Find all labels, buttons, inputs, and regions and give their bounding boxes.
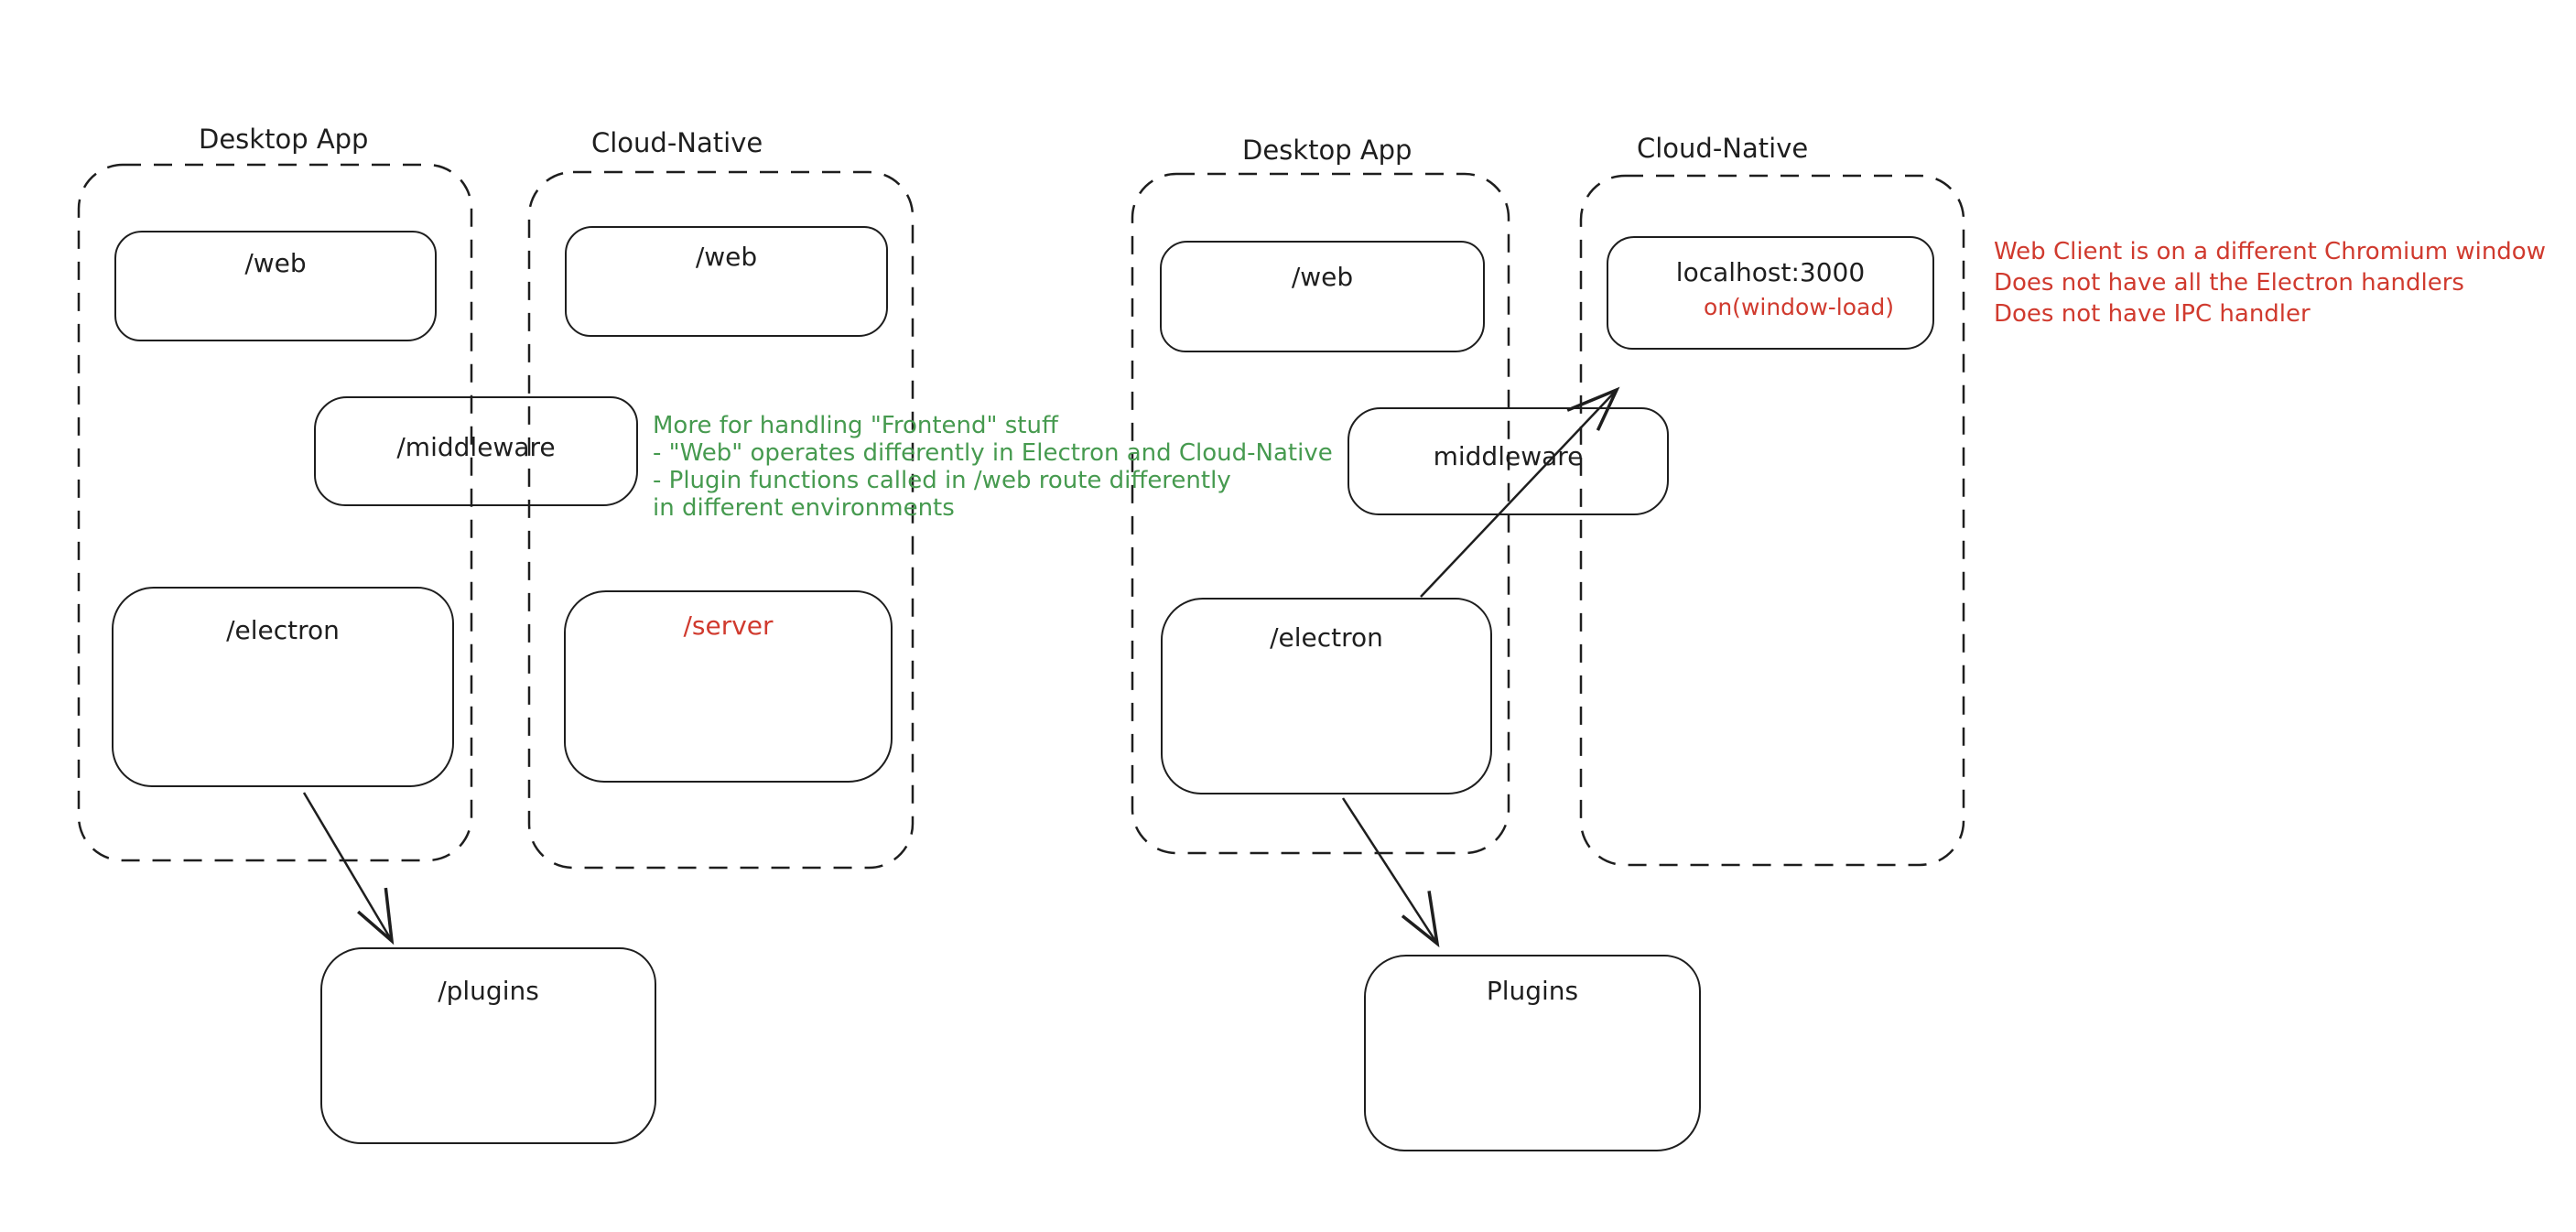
right-web-box: /web: [1160, 241, 1485, 352]
red-annotation-line2: Does not have all the Electron handlers: [1994, 269, 2464, 297]
left-plugins-box: /plugins: [320, 947, 656, 1144]
right-cloud-native-title: Cloud-Native: [1637, 133, 1809, 164]
left-desktop-web-box: /web: [114, 231, 437, 341]
right-localhost-box: localhost:3000 on(window-load): [1607, 236, 1934, 350]
left-plugins-label: /plugins: [438, 976, 539, 1006]
left-desktop-app-title: Desktop App: [199, 124, 369, 155]
red-annotation: Web Client is on a different Chromium wi…: [1994, 236, 2546, 330]
green-annotation-line4: in different environments: [653, 494, 955, 522]
right-localhost-label: localhost:3000: [1675, 257, 1866, 287]
green-annotation: More for handling "Frontend" stuff - "We…: [653, 412, 1333, 522]
arrow-left-electron-to-plugins: [302, 792, 395, 946]
right-electron-box: /electron: [1161, 598, 1492, 794]
right-electron-label: /electron: [1270, 622, 1383, 653]
left-desktop-web-label: /web: [244, 248, 307, 278]
right-middleware-label: middleware: [1433, 441, 1584, 471]
left-electron-box: /electron: [112, 587, 454, 787]
green-annotation-line2: - "Web" operates differently in Electron…: [653, 439, 1333, 467]
left-server-box: /server: [564, 590, 893, 783]
right-window-load-label: on(window-load): [1704, 294, 1894, 320]
right-middleware-box: middleware: [1348, 407, 1669, 515]
left-electron-label: /electron: [226, 615, 340, 645]
right-plugins-label: Plugins: [1486, 976, 1579, 1006]
right-web-label: /web: [1291, 262, 1354, 292]
left-server-label: /server: [683, 611, 774, 641]
right-plugins-box: Plugins: [1364, 955, 1701, 1151]
green-annotation-line3: - Plugin functions called in /web route …: [653, 467, 1231, 494]
left-cloud-web-box: /web: [565, 226, 888, 337]
left-middleware-box: /middleware: [314, 396, 638, 506]
arrow-right-electron-to-plugins: [1341, 797, 1440, 948]
red-annotation-line1: Web Client is on a different Chromium wi…: [1994, 238, 2546, 265]
left-middleware-label: /middleware: [396, 432, 556, 462]
right-desktop-app-title: Desktop App: [1242, 135, 1412, 166]
green-annotation-line1: More for handling "Frontend" stuff: [653, 412, 1058, 439]
left-cloud-native-title: Cloud-Native: [591, 127, 763, 158]
left-cloud-web-label: /web: [695, 242, 758, 272]
red-annotation-line3: Does not have IPC handler: [1994, 300, 2311, 328]
